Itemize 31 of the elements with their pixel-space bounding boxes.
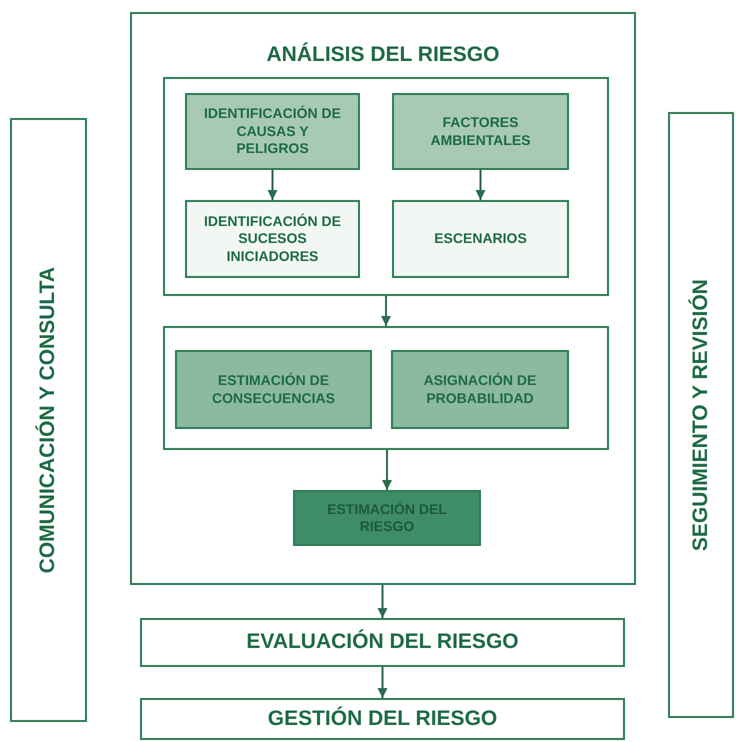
process-box bbox=[185, 200, 360, 278]
process-box bbox=[140, 698, 625, 740]
group-panel bbox=[130, 12, 636, 585]
arrow bbox=[476, 170, 486, 200]
process-box bbox=[392, 93, 569, 170]
arrow bbox=[381, 296, 391, 326]
process-box bbox=[391, 350, 569, 429]
process-box bbox=[293, 490, 481, 546]
box-label: ASIGNACIÓN DE PROBABILIDAD bbox=[422, 372, 538, 407]
box-label: IDENTIFICACIÓN DE CAUSAS Y PELIGROS bbox=[203, 105, 342, 158]
group-box bbox=[163, 326, 609, 450]
box-label: ESTIMACIÓN DE CONSECUENCIAS bbox=[211, 372, 336, 407]
group-heading: ANÁLISIS DEL RIESGO bbox=[266, 42, 500, 68]
arrow bbox=[382, 450, 392, 490]
side-panel bbox=[10, 118, 87, 722]
box-label: IDENTIFICACIÓN DE SUCESOS INICIADORES bbox=[203, 212, 342, 266]
box-label: EVALUACIÓN DEL RIESGO bbox=[245, 629, 520, 656]
side-panel bbox=[668, 112, 734, 718]
arrow bbox=[378, 585, 388, 618]
side-label: SEGUIMIENTO Y REVISIÓN bbox=[688, 278, 713, 553]
side-label: COMUNICACIÓN Y CONSULTA bbox=[35, 266, 60, 576]
box-label: FACTORES AMBIENTALES bbox=[429, 114, 532, 149]
box-label: GESTIÓN DEL RIESGO bbox=[266, 706, 498, 732]
arrow bbox=[268, 170, 278, 200]
box-label: ESCENARIOS bbox=[433, 230, 528, 248]
group-box bbox=[163, 77, 609, 296]
arrow bbox=[378, 667, 388, 698]
process-box bbox=[185, 93, 360, 170]
process-box bbox=[392, 200, 569, 278]
process-box bbox=[175, 350, 372, 429]
process-box bbox=[140, 618, 625, 667]
